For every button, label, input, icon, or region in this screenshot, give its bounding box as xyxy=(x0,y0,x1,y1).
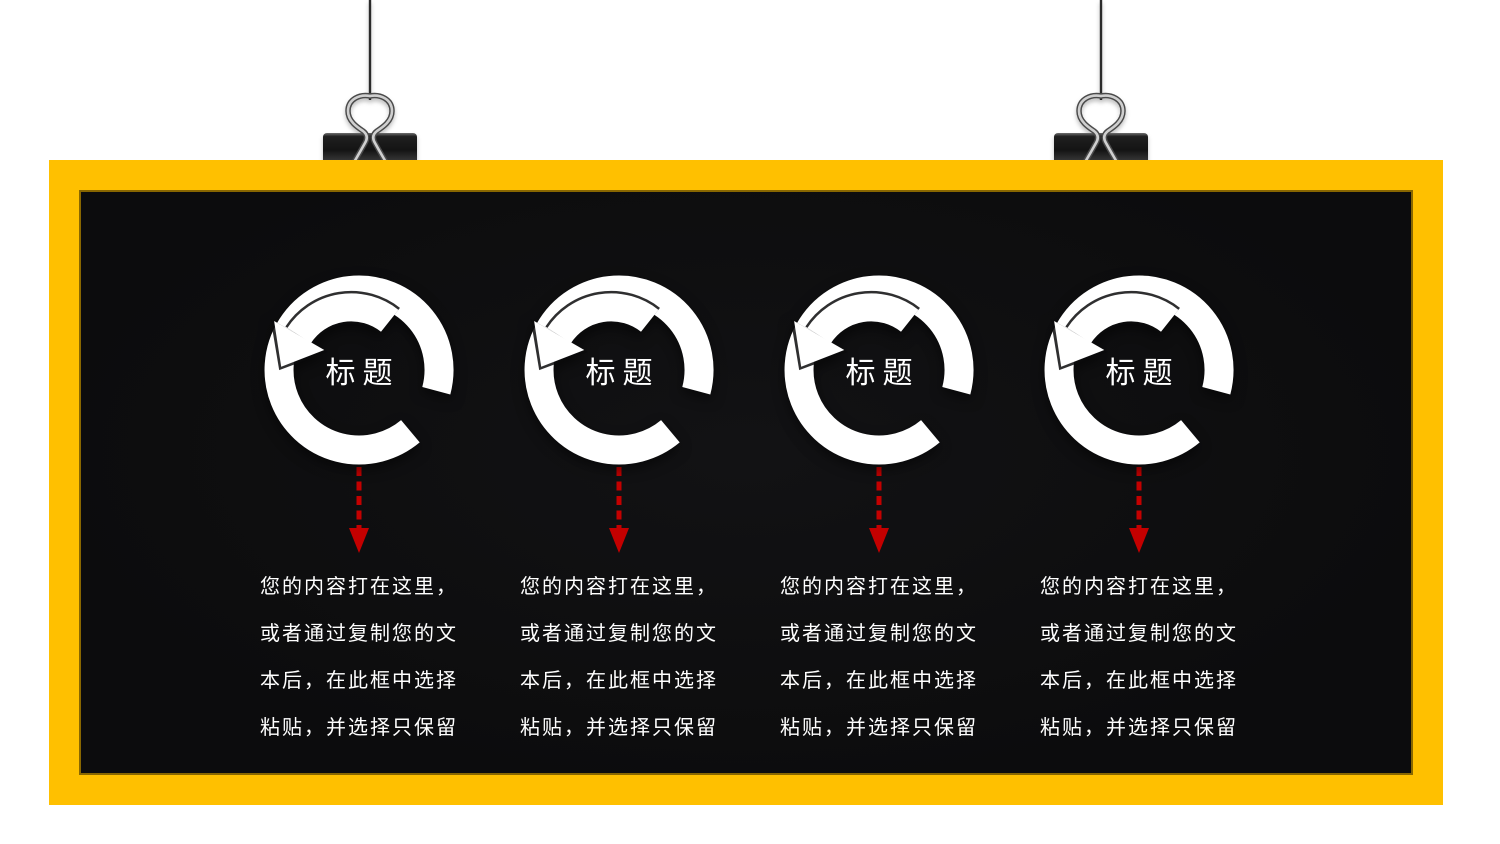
item-column-4: 标题 您的内容打在这里， 或者通过复制您的文 本后，在此框中选择 粘贴，并选择只… xyxy=(1019,268,1259,752)
item-title[interactable]: 标题 xyxy=(325,357,400,390)
item-column-3: 标题 您的内容打在这里， 或者通过复制您的文 本后，在此框中选择 粘贴，并选择只… xyxy=(759,268,999,752)
item-title[interactable]: 标题 xyxy=(585,357,660,390)
icon-wrap: 标题 xyxy=(1037,268,1241,472)
item-body[interactable]: 您的内容打在这里， 或者通过复制您的文 本后，在此框中选择 粘贴，并选择只保留 xyxy=(260,576,458,739)
circular-arrow-ccw-icon xyxy=(264,275,454,465)
circular-arrow-ccw-icon xyxy=(524,275,714,465)
arrowhead xyxy=(274,321,325,367)
dashed-arrow-down-icon xyxy=(1129,467,1149,553)
arrowhead xyxy=(794,321,845,367)
item-body[interactable]: 您的内容打在这里， 或者通过复制您的文 本后，在此框中选择 粘贴，并选择只保留 xyxy=(1040,576,1238,739)
arrowhead xyxy=(1054,321,1105,367)
item-body[interactable]: 您的内容打在这里， 或者通过复制您的文 本后，在此框中选择 粘贴，并选择只保留 xyxy=(780,576,978,739)
item-column-1: 标题 您的内容打在这里， 或者通过复制您的文 本后，在此框中选择 粘贴，并选择只… xyxy=(239,268,479,752)
circular-arrow-ccw-icon xyxy=(1044,275,1234,465)
arrowhead xyxy=(534,321,585,367)
icon-wrap: 标题 xyxy=(777,268,981,472)
item-body[interactable]: 您的内容打在这里， 或者通过复制您的文 本后，在此框中选择 粘贴，并选择只保留 xyxy=(520,576,718,739)
dashed-arrow-down-icon xyxy=(349,467,369,553)
item-title[interactable]: 标题 xyxy=(1105,357,1180,390)
item-column-2: 标题 您的内容打在这里， 或者通过复制您的文 本后，在此框中选择 粘贴，并选择只… xyxy=(499,268,739,752)
yellow-frame: 标题 您的内容打在这里， 或者通过复制您的文 本后，在此框中选择 粘贴，并选择只… xyxy=(49,160,1443,805)
icon-wrap: 标题 xyxy=(517,268,721,472)
icon-wrap: 标题 xyxy=(257,268,461,472)
circular-arrow-ccw-icon xyxy=(784,275,974,465)
item-title[interactable]: 标题 xyxy=(845,357,920,390)
dashed-arrow-down-icon xyxy=(609,467,629,553)
blackboard: 标题 您的内容打在这里， 或者通过复制您的文 本后，在此框中选择 粘贴，并选择只… xyxy=(81,192,1411,773)
dashed-arrow-down-icon xyxy=(869,467,889,553)
